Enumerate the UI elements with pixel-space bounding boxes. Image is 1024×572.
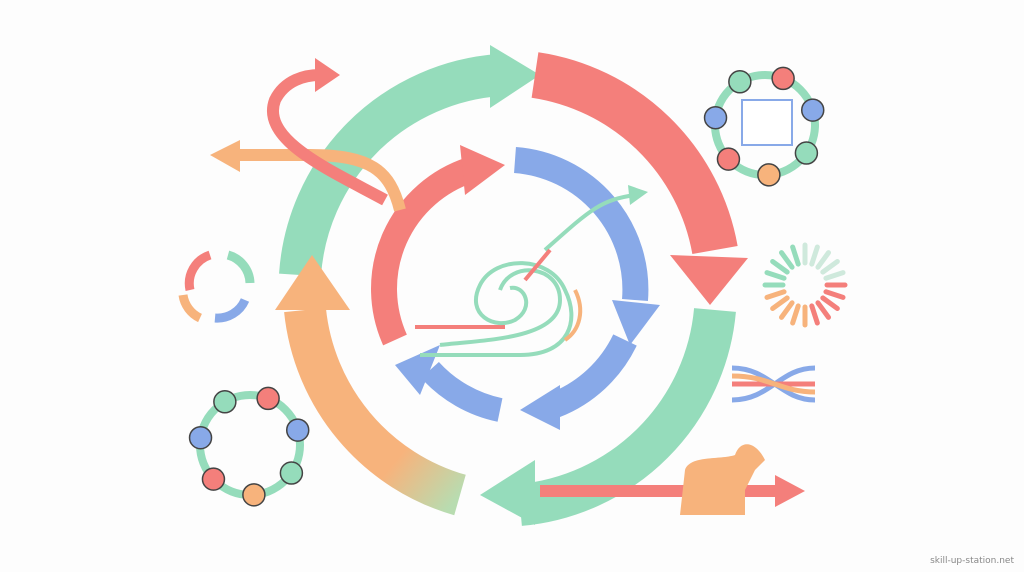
spinner-tick [764, 289, 787, 300]
spiral-icon [415, 185, 648, 357]
arrowhead-icon [395, 345, 440, 395]
spinner-tick [764, 270, 787, 281]
outer-green-arrow-bottom [517, 307, 736, 526]
spinner-tick [809, 244, 820, 267]
spinner-tick [790, 303, 801, 326]
outer-green-arrow [279, 54, 502, 277]
arrowhead-icon [612, 300, 660, 345]
team-meeting-icon-top [703, 66, 825, 187]
inner-blue-arrow [513, 147, 649, 302]
spinner-tick [770, 295, 790, 312]
arrowhead-icon [670, 255, 748, 305]
inner-red-arrow [371, 157, 475, 346]
outer-cycle [275, 45, 748, 526]
spinner-tick [770, 258, 790, 275]
loading-spinner-icon [762, 242, 848, 328]
person-icon [728, 70, 752, 94]
inner-blue-arrow-left [421, 361, 503, 422]
inner-cycle [371, 145, 660, 430]
arrowhead-icon [275, 255, 350, 310]
spinner-tick [778, 300, 795, 320]
person-icon [800, 98, 825, 122]
animal-figure-icon [680, 444, 765, 515]
arrowhead-icon [520, 385, 560, 430]
team-meeting-icon-bottom [188, 386, 310, 507]
spinner-tick [815, 300, 832, 320]
person-icon [703, 105, 728, 130]
crossing-arrows-icon [731, 365, 816, 403]
inner-blue-arrow-bottom [549, 334, 637, 418]
person-icon [242, 483, 266, 507]
outer-red-arrow [531, 52, 738, 255]
spinner-tick [823, 289, 846, 300]
spinner-tick [820, 258, 840, 275]
spinner-tick [820, 295, 840, 312]
person-icon [716, 147, 741, 171]
arrowhead-icon [460, 145, 505, 195]
person-icon [794, 141, 819, 165]
bottom-arrow-icon [540, 444, 805, 515]
person-icon [188, 425, 213, 450]
person-icon [201, 467, 226, 491]
spinner-tick [778, 250, 795, 270]
person-icon [279, 461, 304, 485]
arrowhead-icon [490, 45, 540, 108]
spinner-tick [790, 244, 801, 267]
watermark: skill-up-station.net [930, 556, 1014, 566]
spinner-tick [815, 250, 832, 270]
branching-arrows-icon [210, 58, 406, 212]
person-icon [213, 390, 237, 414]
spinner-tick [809, 303, 820, 326]
person-icon [771, 66, 795, 91]
arrowhead-icon [480, 460, 535, 525]
small-cycle-icon [178, 250, 255, 323]
person-icon [757, 163, 781, 187]
outer-orange-arrow [284, 307, 467, 516]
spinner-tick [823, 270, 846, 281]
person-icon [285, 418, 310, 442]
person-icon [256, 386, 280, 411]
